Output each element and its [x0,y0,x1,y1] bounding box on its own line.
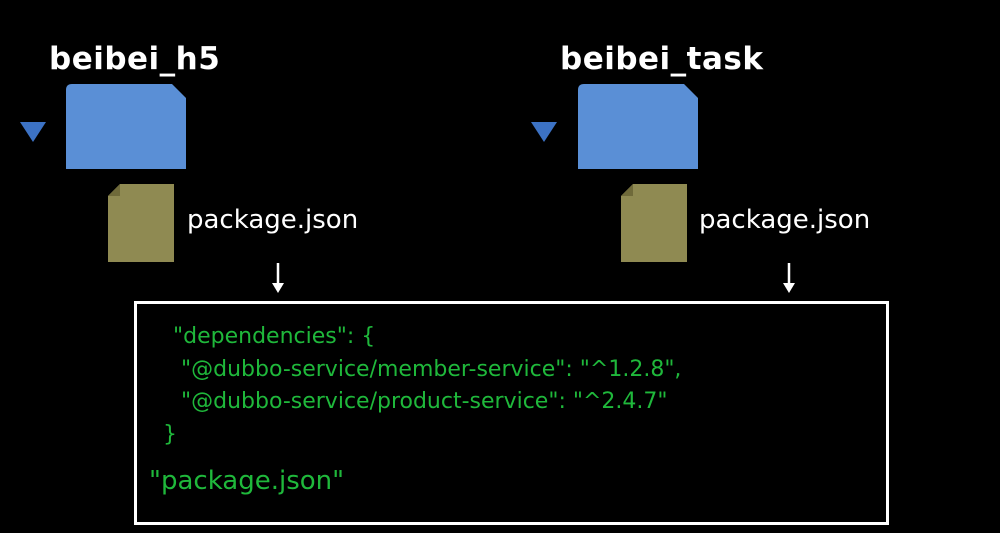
code-line: "@dubbo-service/member-service": "^1.2.8… [181,357,682,382]
project-beibei-h5: beibei_h5 package.json [0,0,400,293]
file-label[interactable]: package.json [699,205,871,235]
code-line: "@dubbo-service/product-service": "^2.4.… [181,389,668,414]
project-beibei-task: beibei_task package.json [512,0,912,293]
collapse-triangle-icon[interactable] [20,122,46,142]
collapse-triangle-icon[interactable] [531,122,557,142]
down-arrow-icon [272,263,284,293]
code-line: "dependencies": { [173,324,376,349]
file-label[interactable]: package.json [187,205,359,235]
folder-icon[interactable] [66,84,186,169]
code-box-caption: "package.json" [149,466,345,496]
code-line: } [163,422,177,447]
folder-icon[interactable] [578,84,698,169]
dependencies-code-box: "dependencies": { "@dubbo-service/member… [134,301,889,525]
project-name: beibei_h5 [49,41,221,77]
file-icon[interactable] [621,184,687,262]
down-arrow-icon [783,263,795,293]
file-icon[interactable] [108,184,174,262]
project-name: beibei_task [560,41,764,77]
